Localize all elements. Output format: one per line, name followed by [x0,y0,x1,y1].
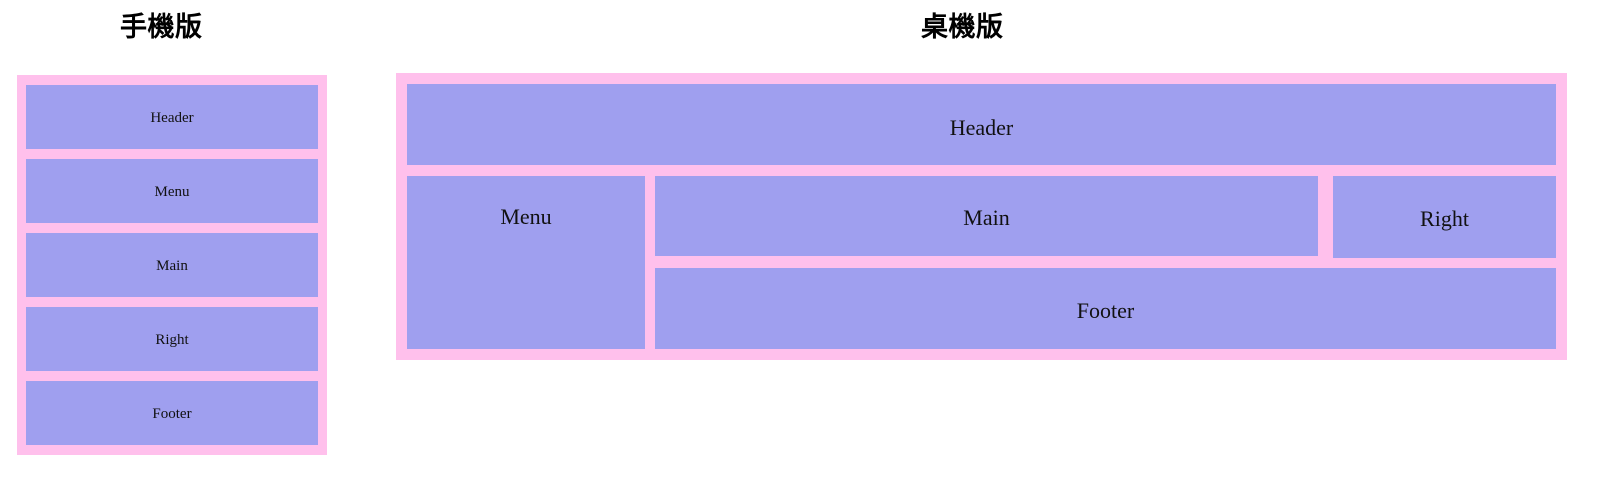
mobile-block-footer: Footer [26,381,318,445]
mobile-layout-title: 手機版 [120,12,203,43]
desktop-block-header: Header [407,84,1556,165]
desktop-layout-title: 桌機版 [921,12,1004,43]
desktop-block-menu: Menu [407,176,645,349]
mobile-block-main: Main [26,233,318,297]
desktop-block-footer: Footer [655,268,1556,349]
mobile-block-menu: Menu [26,159,318,223]
desktop-block-main: Main [655,176,1318,256]
mobile-layout-diagram: Header Menu Main Right Footer [17,75,327,455]
mobile-block-header: Header [26,85,318,149]
mobile-block-right: Right [26,307,318,371]
desktop-layout-diagram: Header Menu Main Right Footer [396,73,1567,360]
desktop-block-right: Right [1333,176,1556,258]
